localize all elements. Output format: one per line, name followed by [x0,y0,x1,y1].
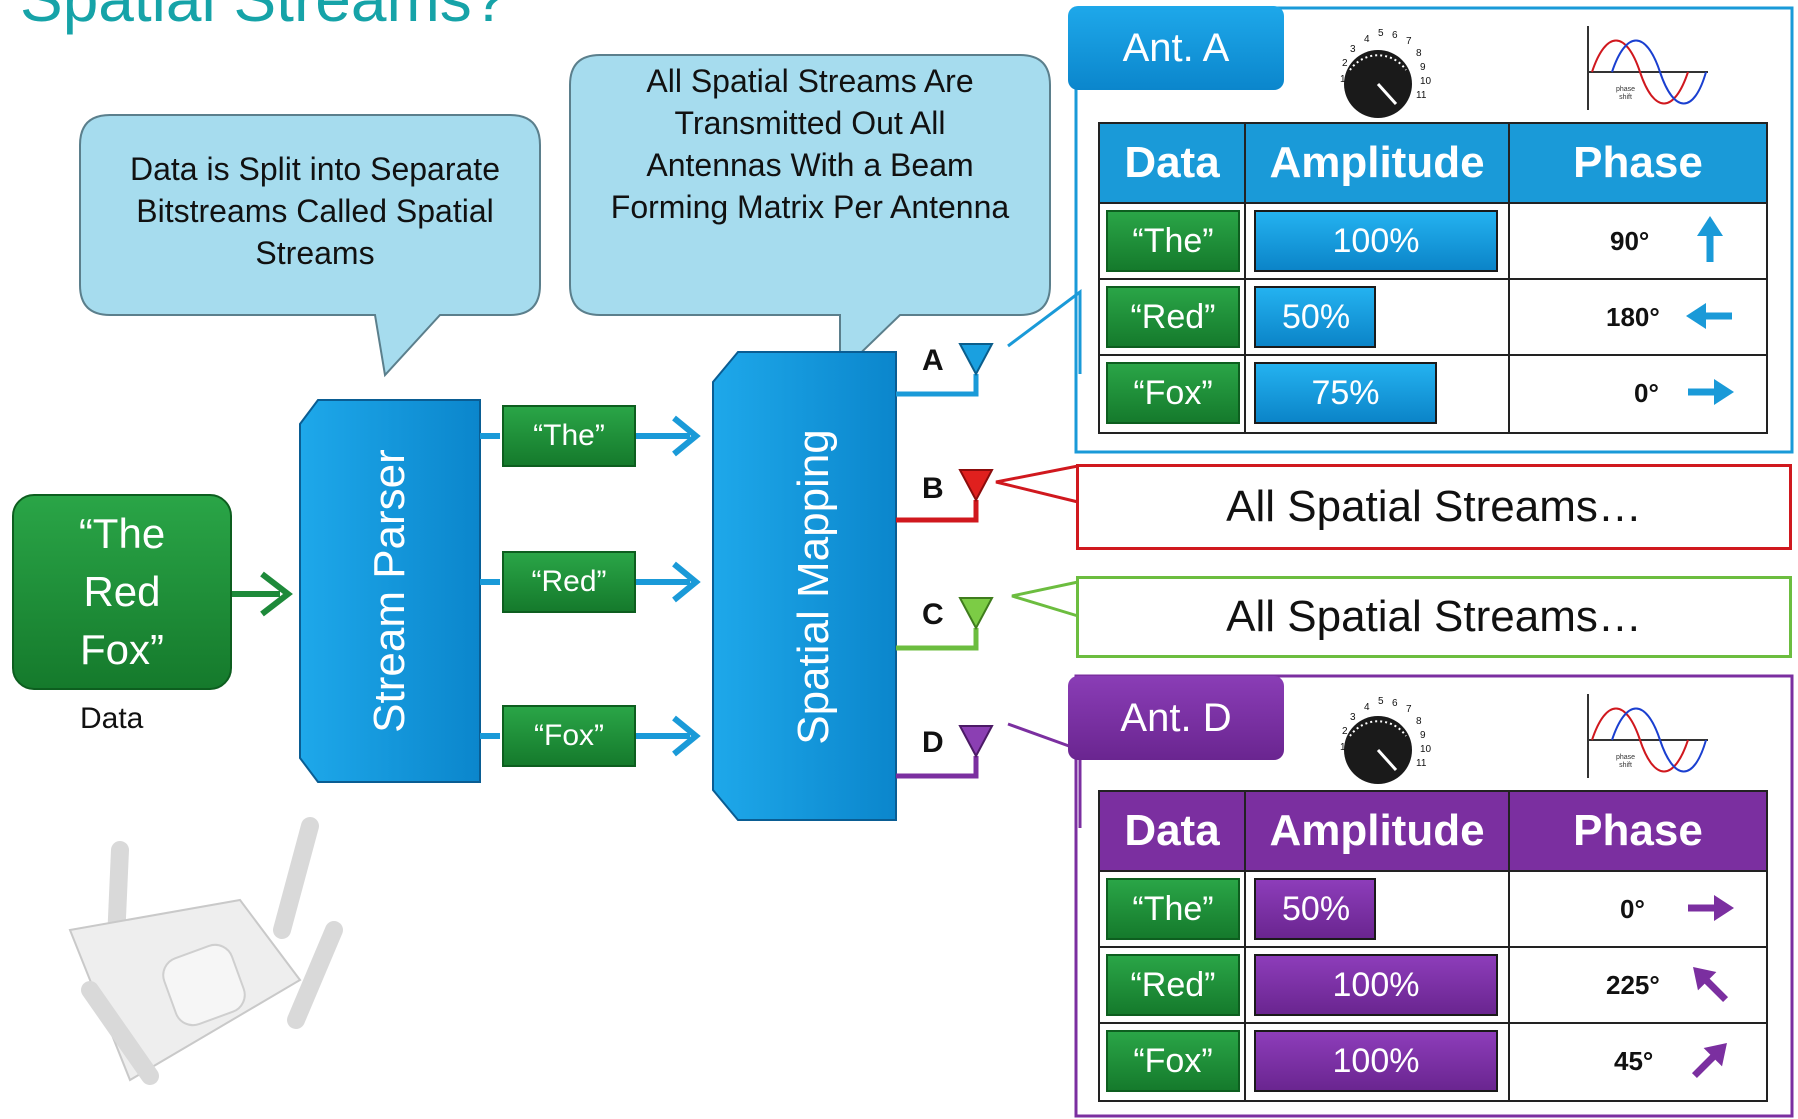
phase-arrow-icon [1693,967,1729,1003]
table-header-amplitude: Amplitude [1269,806,1485,855]
table-header-phase: Phase [1573,806,1703,855]
amplitude-bar: 50% [1254,878,1376,940]
stream-chunk: “The” [502,405,636,467]
table-row-data: “Red” [1106,954,1240,1016]
antenna-a-icon [958,343,994,377]
callout-a-connector [1007,289,1082,374]
phase-value: 0° [1634,378,1659,408]
bubble-right-text: All Spatial Streams Are Transmitted Out … [610,63,1010,225]
knob-icon-a [1344,50,1412,118]
antenna-b-icon [958,469,994,503]
phase-wave-icon-a [1587,26,1708,110]
ant-a-tab: Ant. A [1068,6,1284,90]
amplitude-bar: 75% [1254,362,1437,424]
ant-d-table: Data Amplitude Phase “The” “Red” “Fox” 5… [1098,790,1768,1102]
ant-a-table: Data Amplitude Phase “The” “Red” “Fox” 1… [1098,122,1768,434]
phase-arrow-shape [1693,967,1729,1003]
amplitude-bar: 100% [1254,210,1498,272]
ant-d-tab: Ant. D [1068,676,1284,760]
phase-value: 90° [1610,226,1650,256]
phase-value: 0° [1620,894,1645,924]
table-row-data: “Fox” [1106,362,1240,424]
access-point-image [68,817,343,1085]
amplitude-bar: 100% [1254,1030,1498,1092]
table-header-data: Data [1124,806,1220,855]
table-row-data: “Red” [1106,286,1240,348]
phase-arrow-icon [1688,895,1734,921]
antenna-label-c: C [922,598,944,631]
antenna-label-a: A [922,344,944,377]
table-header-phase: Phase [1573,138,1703,187]
antenna-label-b: B [922,472,944,505]
table-row-data: “The” [1106,210,1240,272]
table-header-data: Data [1124,138,1220,187]
callout-b: All Spatial Streams… [1076,464,1792,550]
spatial-mapping-block [712,351,897,821]
page-title: Spatial Streams? [20,0,507,36]
antenna-c-icon [958,597,994,631]
source-data-caption: Data [80,702,144,735]
spatial-mapping-label: Spatial Mapping [789,429,838,745]
table-header-amplitude: Amplitude [1269,138,1485,187]
source-data-block: “The Red Fox” [12,494,232,690]
phase-arrow-icon [1686,303,1732,329]
stream-chunk: “Fox” [502,705,636,767]
speech-bubble-right [569,54,1051,376]
phase-arrow-icon [1688,379,1734,405]
table-row-data: “The” [1106,878,1240,940]
phase-arrow-shape [1691,1043,1727,1079]
phase-value: 45° [1614,1046,1654,1076]
knob-numbers-a: 1 2 3 4 5 6 7 8 9 10 11 [1340,28,1432,101]
ant-d-frame [1074,674,1794,1118]
phase-wave-icon-d [1587,694,1708,778]
bubble-left-text: Data is Split into Separate Bitstreams C… [130,151,500,271]
stream-chunk: “Red” [502,551,636,613]
amplitude-bar: 100% [1254,954,1498,1016]
stream-parser-label: Stream Parser [365,449,414,733]
amplitude-bar: 50% [1254,286,1376,348]
knob-numbers-d: 1 2 3 4 5 6 7 8 9 10 11 [1340,696,1432,769]
phase-value: 225° [1606,970,1660,1000]
stream-parser-block [299,399,481,783]
ant-a-frame [1074,6,1794,454]
speech-bubble-left [79,114,541,378]
phase-arrow-shape [1697,216,1723,262]
callout-c: All Spatial Streams… [1076,576,1792,658]
stream-arrows [480,415,701,757]
phase-arrow-shape [1688,895,1734,921]
antenna-d-icon [958,725,994,759]
phase-arrow-shape [1688,379,1734,405]
antenna-label-d: D [922,726,944,759]
table-row-data: “Fox” [1106,1030,1240,1092]
knob-icon-d [1344,716,1412,784]
phase-arrow-shape [1686,303,1732,329]
phase-value: 180° [1606,302,1660,332]
phase-arrow-icon [1691,1043,1727,1079]
phase-arrow-icon [1697,216,1723,262]
